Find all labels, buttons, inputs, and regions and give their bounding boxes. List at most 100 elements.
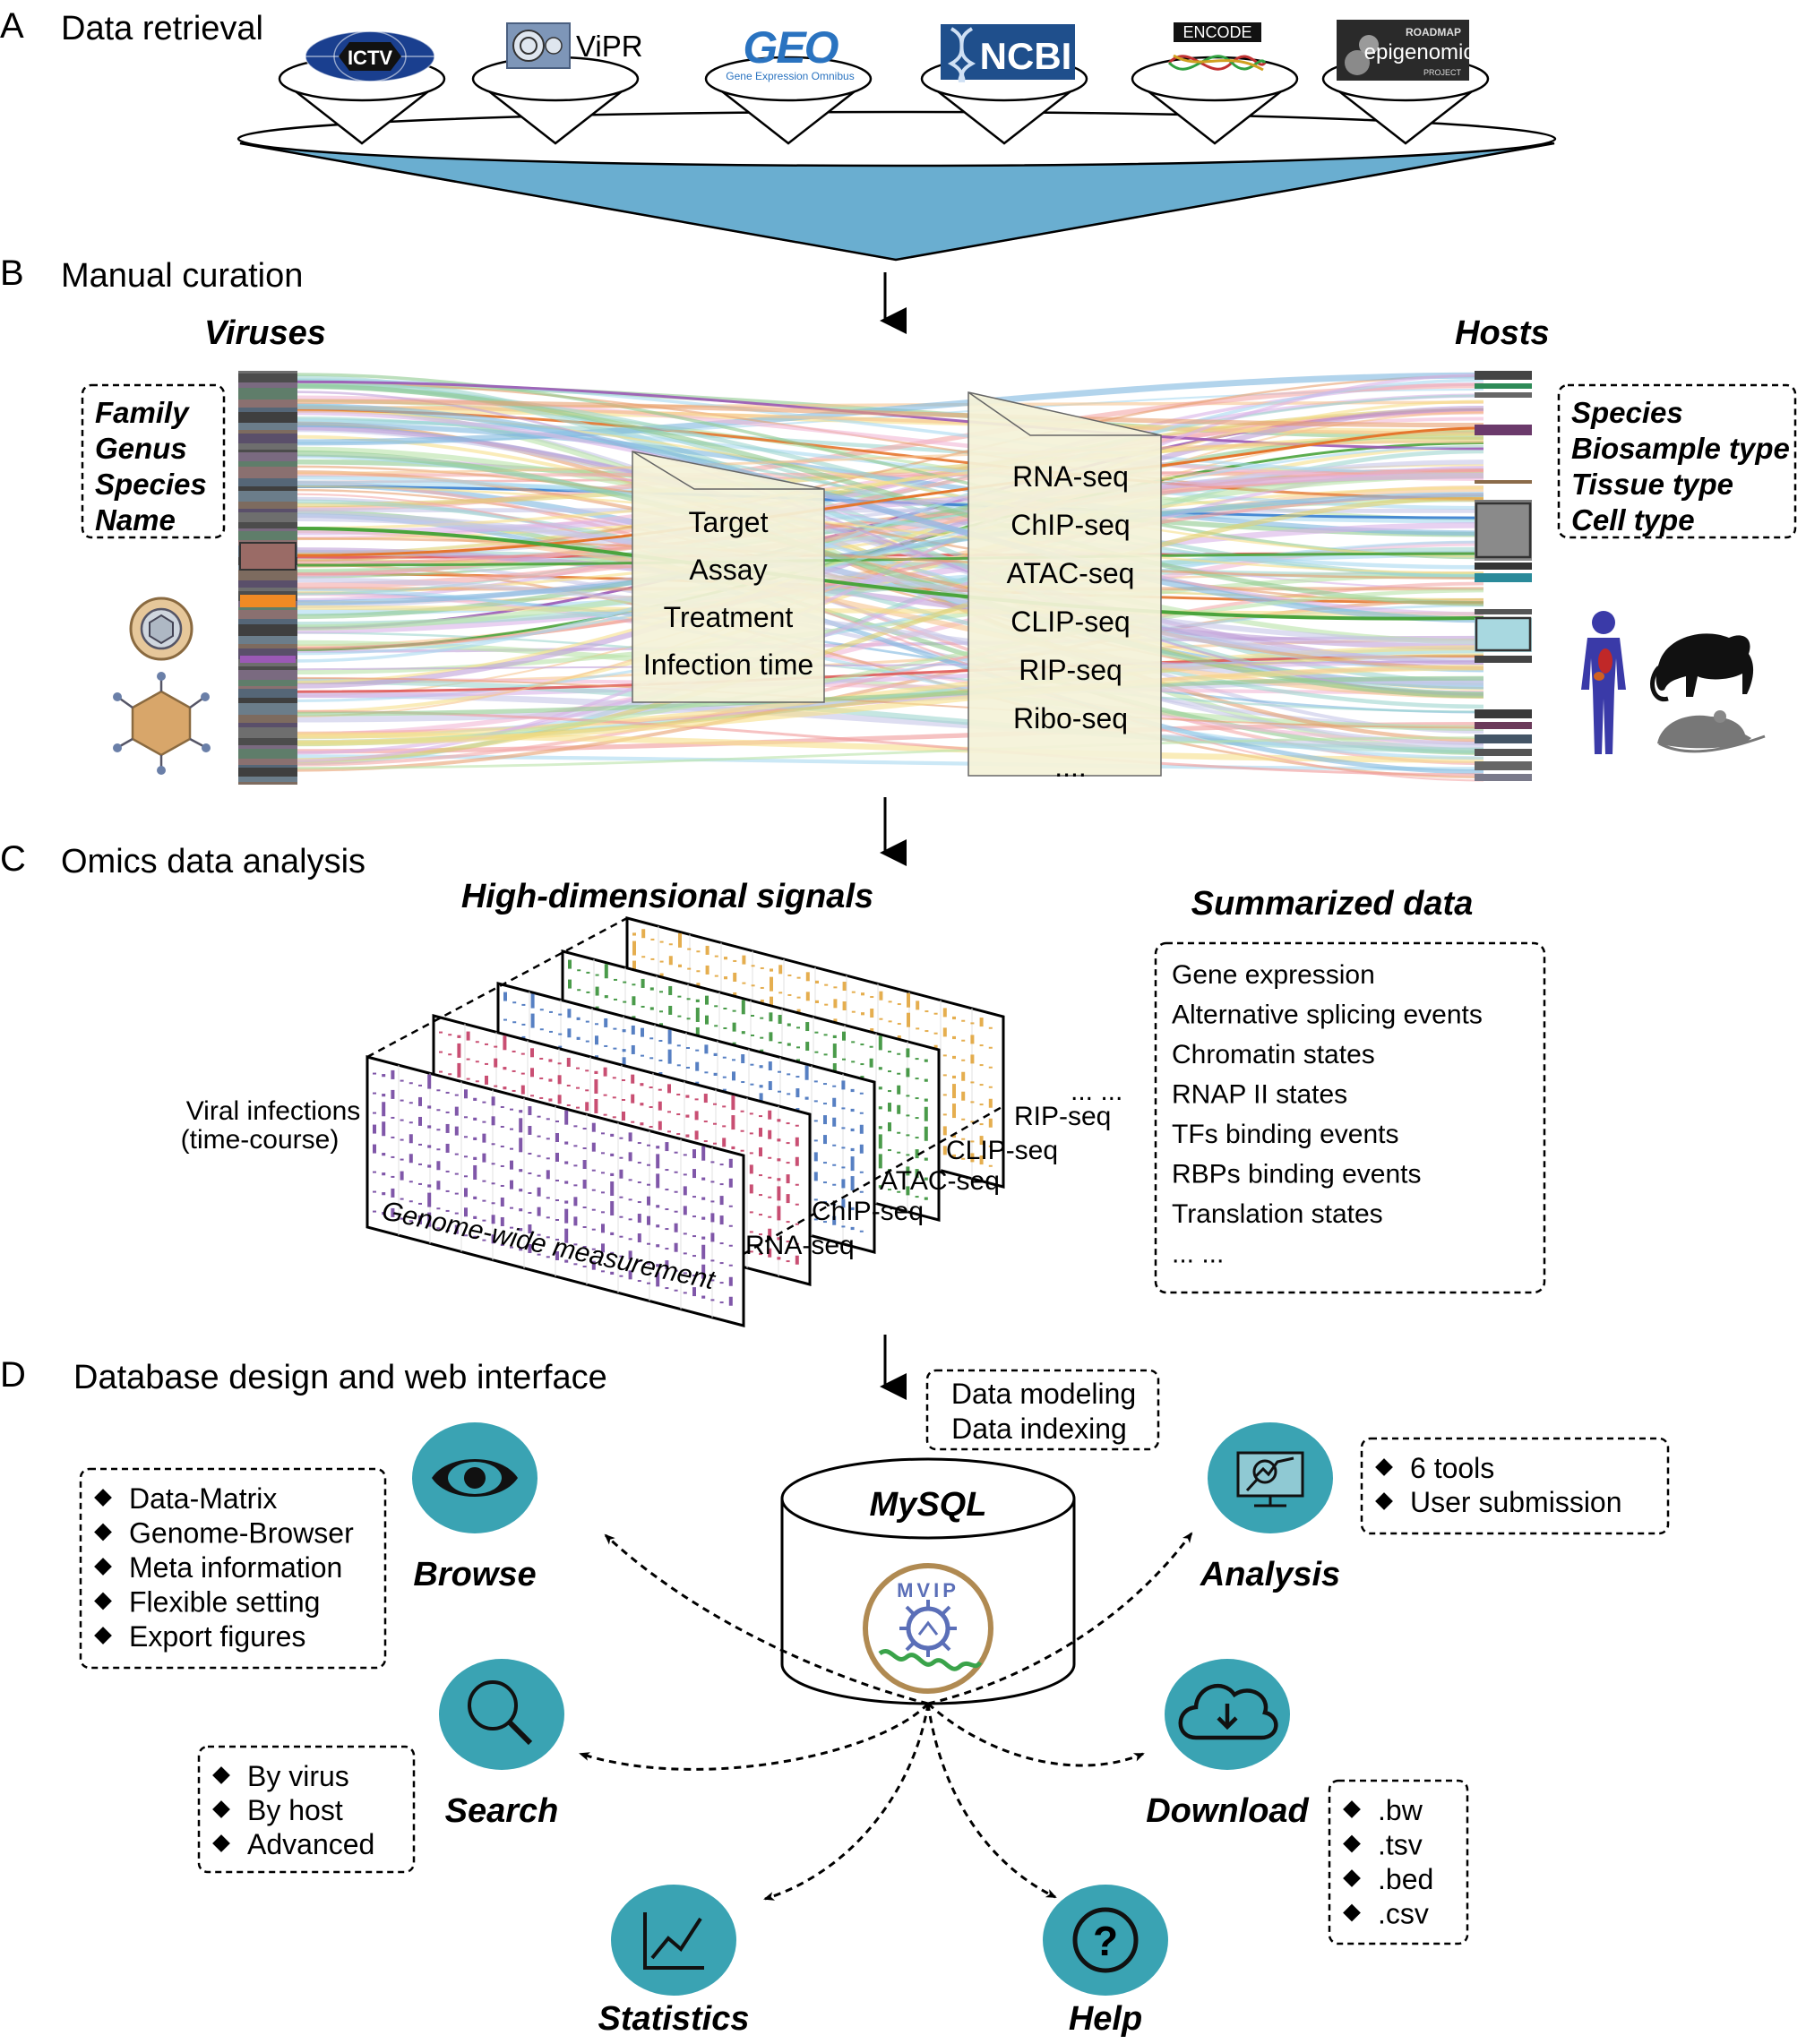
signal-panel-label: ATAC-seq bbox=[880, 1166, 1000, 1196]
sankey-flow bbox=[295, 472, 1484, 631]
sankey-flow bbox=[295, 403, 1484, 623]
signal-panel-label: RIP-seq bbox=[1014, 1102, 1111, 1131]
analysis-feature[interactable]: Analysis bbox=[1200, 1422, 1340, 1593]
sankey-flow bbox=[295, 422, 1484, 537]
bullet-icon bbox=[212, 1800, 230, 1818]
host-bar-highlight bbox=[1475, 502, 1532, 559]
sankey-flow bbox=[295, 722, 1484, 754]
virus-bar-segment bbox=[238, 423, 297, 430]
bullet-icon bbox=[1375, 1458, 1393, 1476]
bullet-icon bbox=[94, 1489, 112, 1507]
virus-bar-segment bbox=[238, 607, 297, 610]
download-format: .csv bbox=[1378, 1898, 1429, 1930]
virus-icon-enveloped bbox=[129, 597, 194, 661]
section-title-c: Omics data analysis bbox=[61, 843, 366, 880]
download-feature[interactable]: Download bbox=[1146, 1659, 1310, 1830]
geo-logo-text: GEO bbox=[743, 22, 838, 73]
roadmap-logo-bottom: PROJECT bbox=[1423, 68, 1462, 77]
signal-panel bbox=[366, 1055, 745, 1327]
virus-bar-segment bbox=[238, 388, 297, 399]
sankey-flow bbox=[295, 411, 1484, 717]
modeling-item-2: Data indexing bbox=[951, 1413, 1127, 1445]
virus-bar-segment bbox=[238, 619, 297, 624]
section-letter-b: B bbox=[0, 253, 24, 293]
host-bar-segment bbox=[1475, 709, 1532, 718]
browse-option: Export figures bbox=[129, 1620, 305, 1653]
metadata-field: Infection time bbox=[643, 648, 813, 681]
summary-title: Summarized data bbox=[1191, 885, 1474, 923]
sankey-flow bbox=[295, 391, 1484, 696]
virus-bar-segment bbox=[238, 412, 297, 423]
host-bar-segment bbox=[1475, 761, 1532, 770]
virus-bar-segment bbox=[238, 531, 297, 540]
bullet-icon bbox=[1343, 1800, 1361, 1818]
virus-bar-segment bbox=[238, 570, 297, 580]
bullet-icon bbox=[212, 1834, 230, 1852]
virus-bar-segment bbox=[238, 588, 297, 591]
virus-bar-segment bbox=[238, 491, 297, 502]
virus-bar-segment bbox=[238, 478, 297, 486]
sankey-flow bbox=[295, 433, 1484, 530]
sankey-flow bbox=[295, 493, 1484, 782]
monitor-chart-icon bbox=[1236, 1451, 1304, 1507]
search-feature[interactable]: Search bbox=[439, 1659, 564, 1830]
sankey-flow bbox=[295, 381, 1484, 502]
virus-bar-segment bbox=[238, 680, 297, 686]
geo-logo-subtitle: Gene Expression Omnibus bbox=[726, 70, 854, 82]
virus-attribute: Family bbox=[95, 396, 190, 429]
virus-bar-segment bbox=[238, 512, 297, 522]
statistics-feature[interactable]: Statistics bbox=[598, 1885, 750, 2038]
summary-item: Alternative splicing events bbox=[1172, 1001, 1483, 1030]
summary-item: TFs binding events bbox=[1172, 1120, 1398, 1149]
sankey-flow bbox=[295, 516, 1484, 645]
search-icon bbox=[468, 1680, 533, 1746]
virus-bar-segment bbox=[238, 434, 297, 443]
host-bar-segment bbox=[1475, 563, 1532, 570]
section-letter-d: D bbox=[0, 1355, 26, 1395]
sankey-flow bbox=[295, 736, 1484, 769]
virus-bar-segment bbox=[238, 777, 297, 782]
browse-option: Flexible setting bbox=[129, 1586, 320, 1619]
help-label: Help bbox=[1069, 2000, 1142, 2038]
mysql-label: MySQL bbox=[870, 1486, 987, 1524]
virus-bar-segment bbox=[238, 723, 297, 727]
roadmap-logo-top: ROADMAP bbox=[1406, 26, 1461, 39]
help-icon-glyph: ? bbox=[1093, 1918, 1118, 1964]
virus-bar-segment bbox=[238, 371, 297, 374]
signal-panel-label: ChIP-seq bbox=[812, 1197, 924, 1226]
host-bar-segment bbox=[1475, 383, 1532, 389]
epigenomics-logo-text: epigenomics bbox=[1364, 40, 1485, 64]
sankey-flow bbox=[295, 444, 1484, 656]
host-bar-segment bbox=[1475, 480, 1532, 484]
summary-item: RNAP II states bbox=[1172, 1080, 1347, 1110]
virus-bar-segment bbox=[238, 452, 297, 461]
virus-bar-segment bbox=[238, 715, 297, 723]
assay-item: ATAC-seq bbox=[1007, 557, 1135, 589]
ictv-logo-text: ICTV bbox=[348, 47, 392, 69]
assay-item: CLIP-seq bbox=[1010, 605, 1130, 638]
summary-item: Chromatin states bbox=[1172, 1040, 1375, 1069]
sankey-flow bbox=[295, 660, 1484, 671]
virus-bar-highlight bbox=[239, 542, 297, 571]
virus-bar-segment bbox=[238, 450, 297, 452]
download-format: .bw bbox=[1378, 1794, 1423, 1826]
mouse-icon bbox=[1657, 710, 1766, 753]
bullet-icon bbox=[1375, 1492, 1393, 1510]
host-color-bar bbox=[1475, 371, 1532, 781]
summary-item: ... ... bbox=[1172, 1240, 1224, 1269]
virus-bar-segment bbox=[238, 768, 297, 777]
help-feature[interactable]: ? Help bbox=[1043, 1885, 1168, 2038]
analysis-option: User submission bbox=[1410, 1486, 1622, 1518]
virus-bar-segment bbox=[238, 374, 297, 382]
virus-attribute: Genus bbox=[95, 432, 187, 465]
download-format: .bed bbox=[1378, 1863, 1433, 1895]
browse-feature[interactable]: Browse bbox=[412, 1422, 538, 1593]
signal-panel-label: RNA-seq bbox=[745, 1231, 855, 1260]
host-bar-segment bbox=[1475, 749, 1532, 756]
mvip-logo-text: MVIP bbox=[897, 1579, 959, 1602]
virus-bar-segment bbox=[238, 670, 297, 680]
statistics-label: Statistics bbox=[598, 2000, 750, 2038]
host-attribute: Species bbox=[1571, 396, 1683, 429]
search-option: By virus bbox=[247, 1760, 349, 1792]
